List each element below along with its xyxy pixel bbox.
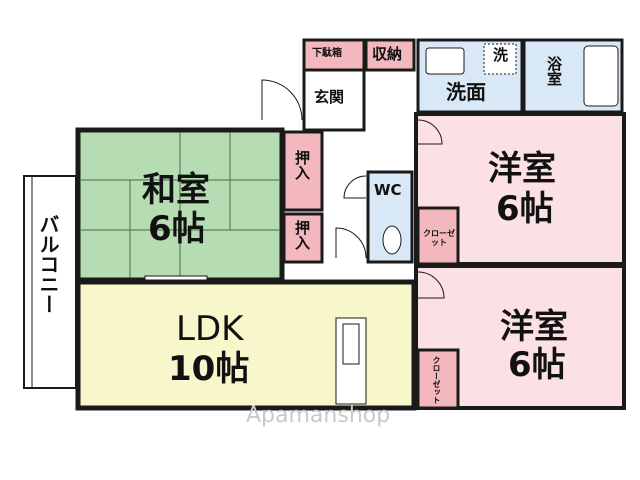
washroom-label: 洗面: [446, 80, 486, 104]
bath-label: 浴室: [545, 56, 563, 86]
watermark: Apamanshop: [246, 403, 391, 428]
storage-closet: [364, 38, 416, 72]
genkan: [302, 68, 366, 132]
oshiire-upper: [282, 130, 324, 212]
yoshitsu-lower-name: 洋室: [500, 307, 568, 347]
closet-upper: [416, 206, 460, 266]
shoebox-label: 下駄箱: [312, 48, 342, 59]
genkan-label: 玄関: [314, 88, 345, 106]
yoshitsu-upper-size: 6帖: [496, 189, 554, 229]
ldk-size: 10帖: [168, 349, 250, 389]
closet-upper-label: クローゼット: [423, 229, 455, 247]
wc-label: WC: [374, 181, 402, 199]
washitsu-name: 和室: [142, 170, 210, 210]
shoebox: [302, 38, 366, 72]
closet-lower: [416, 348, 460, 410]
balcony: [23, 175, 77, 389]
balcony-label: バルコニー: [36, 214, 60, 314]
oshiire-upper-label: 押入: [293, 150, 311, 180]
washer-label: 洗: [493, 46, 509, 64]
yoshitsu-upper-name: 洋室: [488, 149, 556, 189]
storage-label: 収納: [372, 45, 403, 63]
oshiire-lower-label: 押入: [293, 220, 311, 250]
oshiire-lower: [282, 212, 324, 264]
ldk-name: LDK: [176, 309, 244, 349]
washitsu-size: 6帖: [148, 209, 206, 249]
closet-lower-label: クローゼット: [432, 356, 441, 404]
yoshitsu-lower-size: 6帖: [508, 345, 566, 385]
